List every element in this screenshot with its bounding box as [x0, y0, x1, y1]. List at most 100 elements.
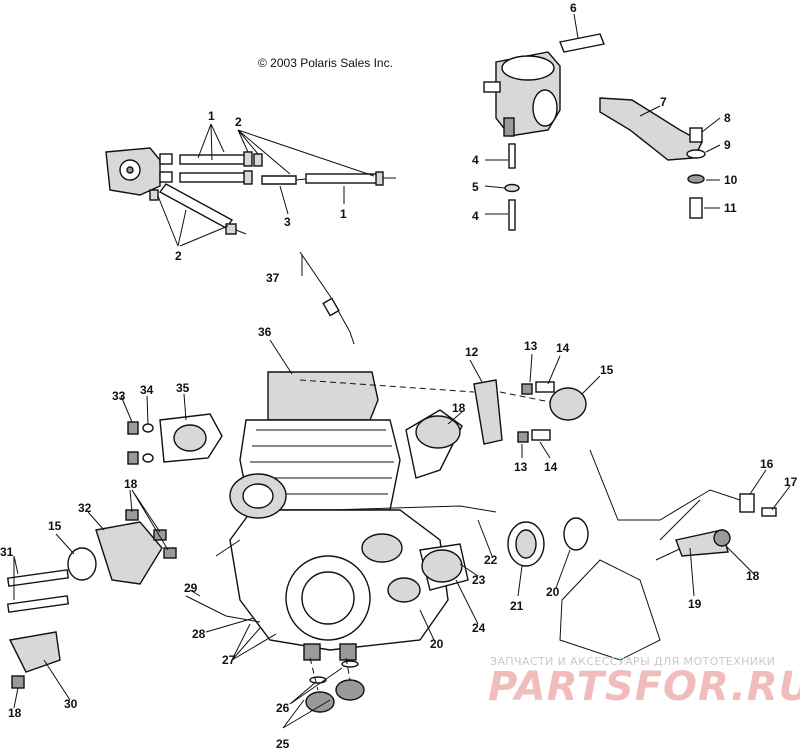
rubber-mount-2	[335, 679, 365, 701]
cover-bolt-2	[127, 451, 139, 465]
carburetor-throat	[532, 89, 558, 127]
callout-2: 2	[175, 249, 182, 263]
intake-flange	[415, 415, 461, 449]
callout-20: 20	[546, 585, 560, 599]
mount-washer-2	[341, 660, 359, 668]
callout-23: 23	[472, 573, 486, 587]
mount-bolt-1	[6, 569, 70, 587]
callout-18: 18	[452, 401, 466, 415]
callout-1: 1	[340, 207, 347, 221]
callout-26: 26	[276, 701, 290, 715]
mount-nut-lower	[517, 431, 529, 443]
throttle-cable	[299, 251, 355, 345]
callout-31: 31	[0, 545, 14, 559]
callout-19: 19	[688, 597, 702, 611]
mount-nut-2	[153, 529, 167, 541]
callout-16: 16	[760, 457, 774, 471]
fuel-filter-fitting	[261, 175, 297, 185]
watermark: ЗАПЧАСТИ И АКСЕССУАРЫ ДЛЯ МОТОТЕХНИКИ PA…	[488, 655, 800, 710]
callout-18: 18	[124, 477, 138, 491]
callout-18: 18	[8, 706, 22, 720]
callout-4: 4	[472, 153, 479, 167]
watermark-brand: PARTSFOR.RU	[488, 664, 800, 710]
carburetor-assembly	[483, 33, 605, 231]
callout-4: 4	[472, 209, 479, 223]
engine-assembly	[185, 371, 497, 713]
callout-11: 11	[724, 201, 737, 215]
mount-washer-1	[309, 676, 327, 684]
callout-5: 5	[472, 180, 479, 194]
callout-32: 32	[78, 501, 92, 515]
bolt	[689, 197, 703, 219]
callout-36: 36	[258, 325, 272, 339]
callout-30: 30	[64, 697, 78, 711]
pump-fitting-upper	[159, 153, 173, 165]
frame-plate	[559, 559, 661, 661]
mount-nut-upper	[521, 383, 533, 395]
mount-bushing-right	[549, 387, 587, 421]
callout-37: 37	[266, 271, 280, 285]
callout-24: 24	[472, 621, 486, 635]
carburetor-fitting	[483, 81, 501, 93]
callout-9: 9	[724, 138, 731, 152]
callout-1: 1	[208, 109, 215, 123]
callout-13: 13	[524, 339, 538, 353]
hose-right	[305, 173, 379, 184]
carburetor-top-cap	[501, 55, 555, 81]
hose-clamp-2	[253, 153, 263, 167]
heat-shield	[599, 97, 703, 161]
callout-35: 35	[176, 381, 190, 395]
drain-tube-upper	[508, 143, 516, 169]
cover-bolt-1	[127, 421, 139, 435]
callout-12: 12	[465, 345, 479, 359]
callout-27: 27	[222, 653, 236, 667]
lock-washer	[687, 174, 705, 184]
washer	[504, 183, 520, 193]
callout-18: 18	[746, 569, 760, 583]
water-pump	[361, 533, 403, 563]
mount-bolt-lower	[531, 429, 551, 441]
adapter-clamp	[563, 517, 589, 551]
copyright-text: © 2003 Polaris Sales Inc.	[258, 56, 393, 70]
flat-washer	[686, 149, 706, 159]
bushing-sleeve	[8, 631, 61, 673]
frame-screw	[761, 507, 777, 517]
frame-rail	[589, 449, 741, 521]
mount-bracket-right	[473, 379, 503, 445]
pump-fitting-lower	[159, 171, 173, 183]
mount-nut-3	[163, 547, 177, 559]
engine-mount-1	[303, 643, 321, 661]
carburetor-bowl	[503, 117, 515, 137]
hose-clamp-4	[375, 171, 384, 186]
callout-25: 25	[276, 737, 290, 749]
heat-shield-assembly	[599, 97, 706, 219]
hose-upper	[179, 154, 247, 165]
callout-15: 15	[48, 519, 62, 533]
thermostat-housing	[127, 413, 223, 465]
callout-7: 7	[660, 95, 667, 109]
mount-bolt-2	[6, 595, 70, 613]
frame-clamp	[739, 493, 755, 513]
watermark-tagline: ЗАПЧАСТИ И АКСЕССУАРЫ ДЛЯ МОТОТЕХНИКИ	[490, 655, 775, 668]
callout-34: 34	[140, 383, 154, 397]
engine-mount-2	[339, 643, 357, 661]
hose-clamp-6	[149, 189, 159, 201]
right-engine-mount	[299, 379, 587, 445]
mount-bracket-left	[95, 521, 163, 585]
callout-14: 14	[556, 341, 570, 355]
callout-29: 29	[184, 581, 198, 595]
callout-13: 13	[514, 460, 528, 474]
bushing-nut	[11, 675, 25, 689]
callout-10: 10	[724, 173, 738, 187]
callout-6: 6	[570, 1, 577, 15]
callout-15: 15	[600, 363, 614, 377]
fuel-hoses	[149, 151, 396, 235]
fuel-pump-center	[126, 166, 134, 174]
callout-2: 2	[235, 115, 242, 129]
hex-nut	[689, 127, 703, 143]
wire-harness	[215, 539, 241, 557]
hose-clamp-5	[225, 223, 237, 235]
vent-hose	[559, 33, 605, 53]
